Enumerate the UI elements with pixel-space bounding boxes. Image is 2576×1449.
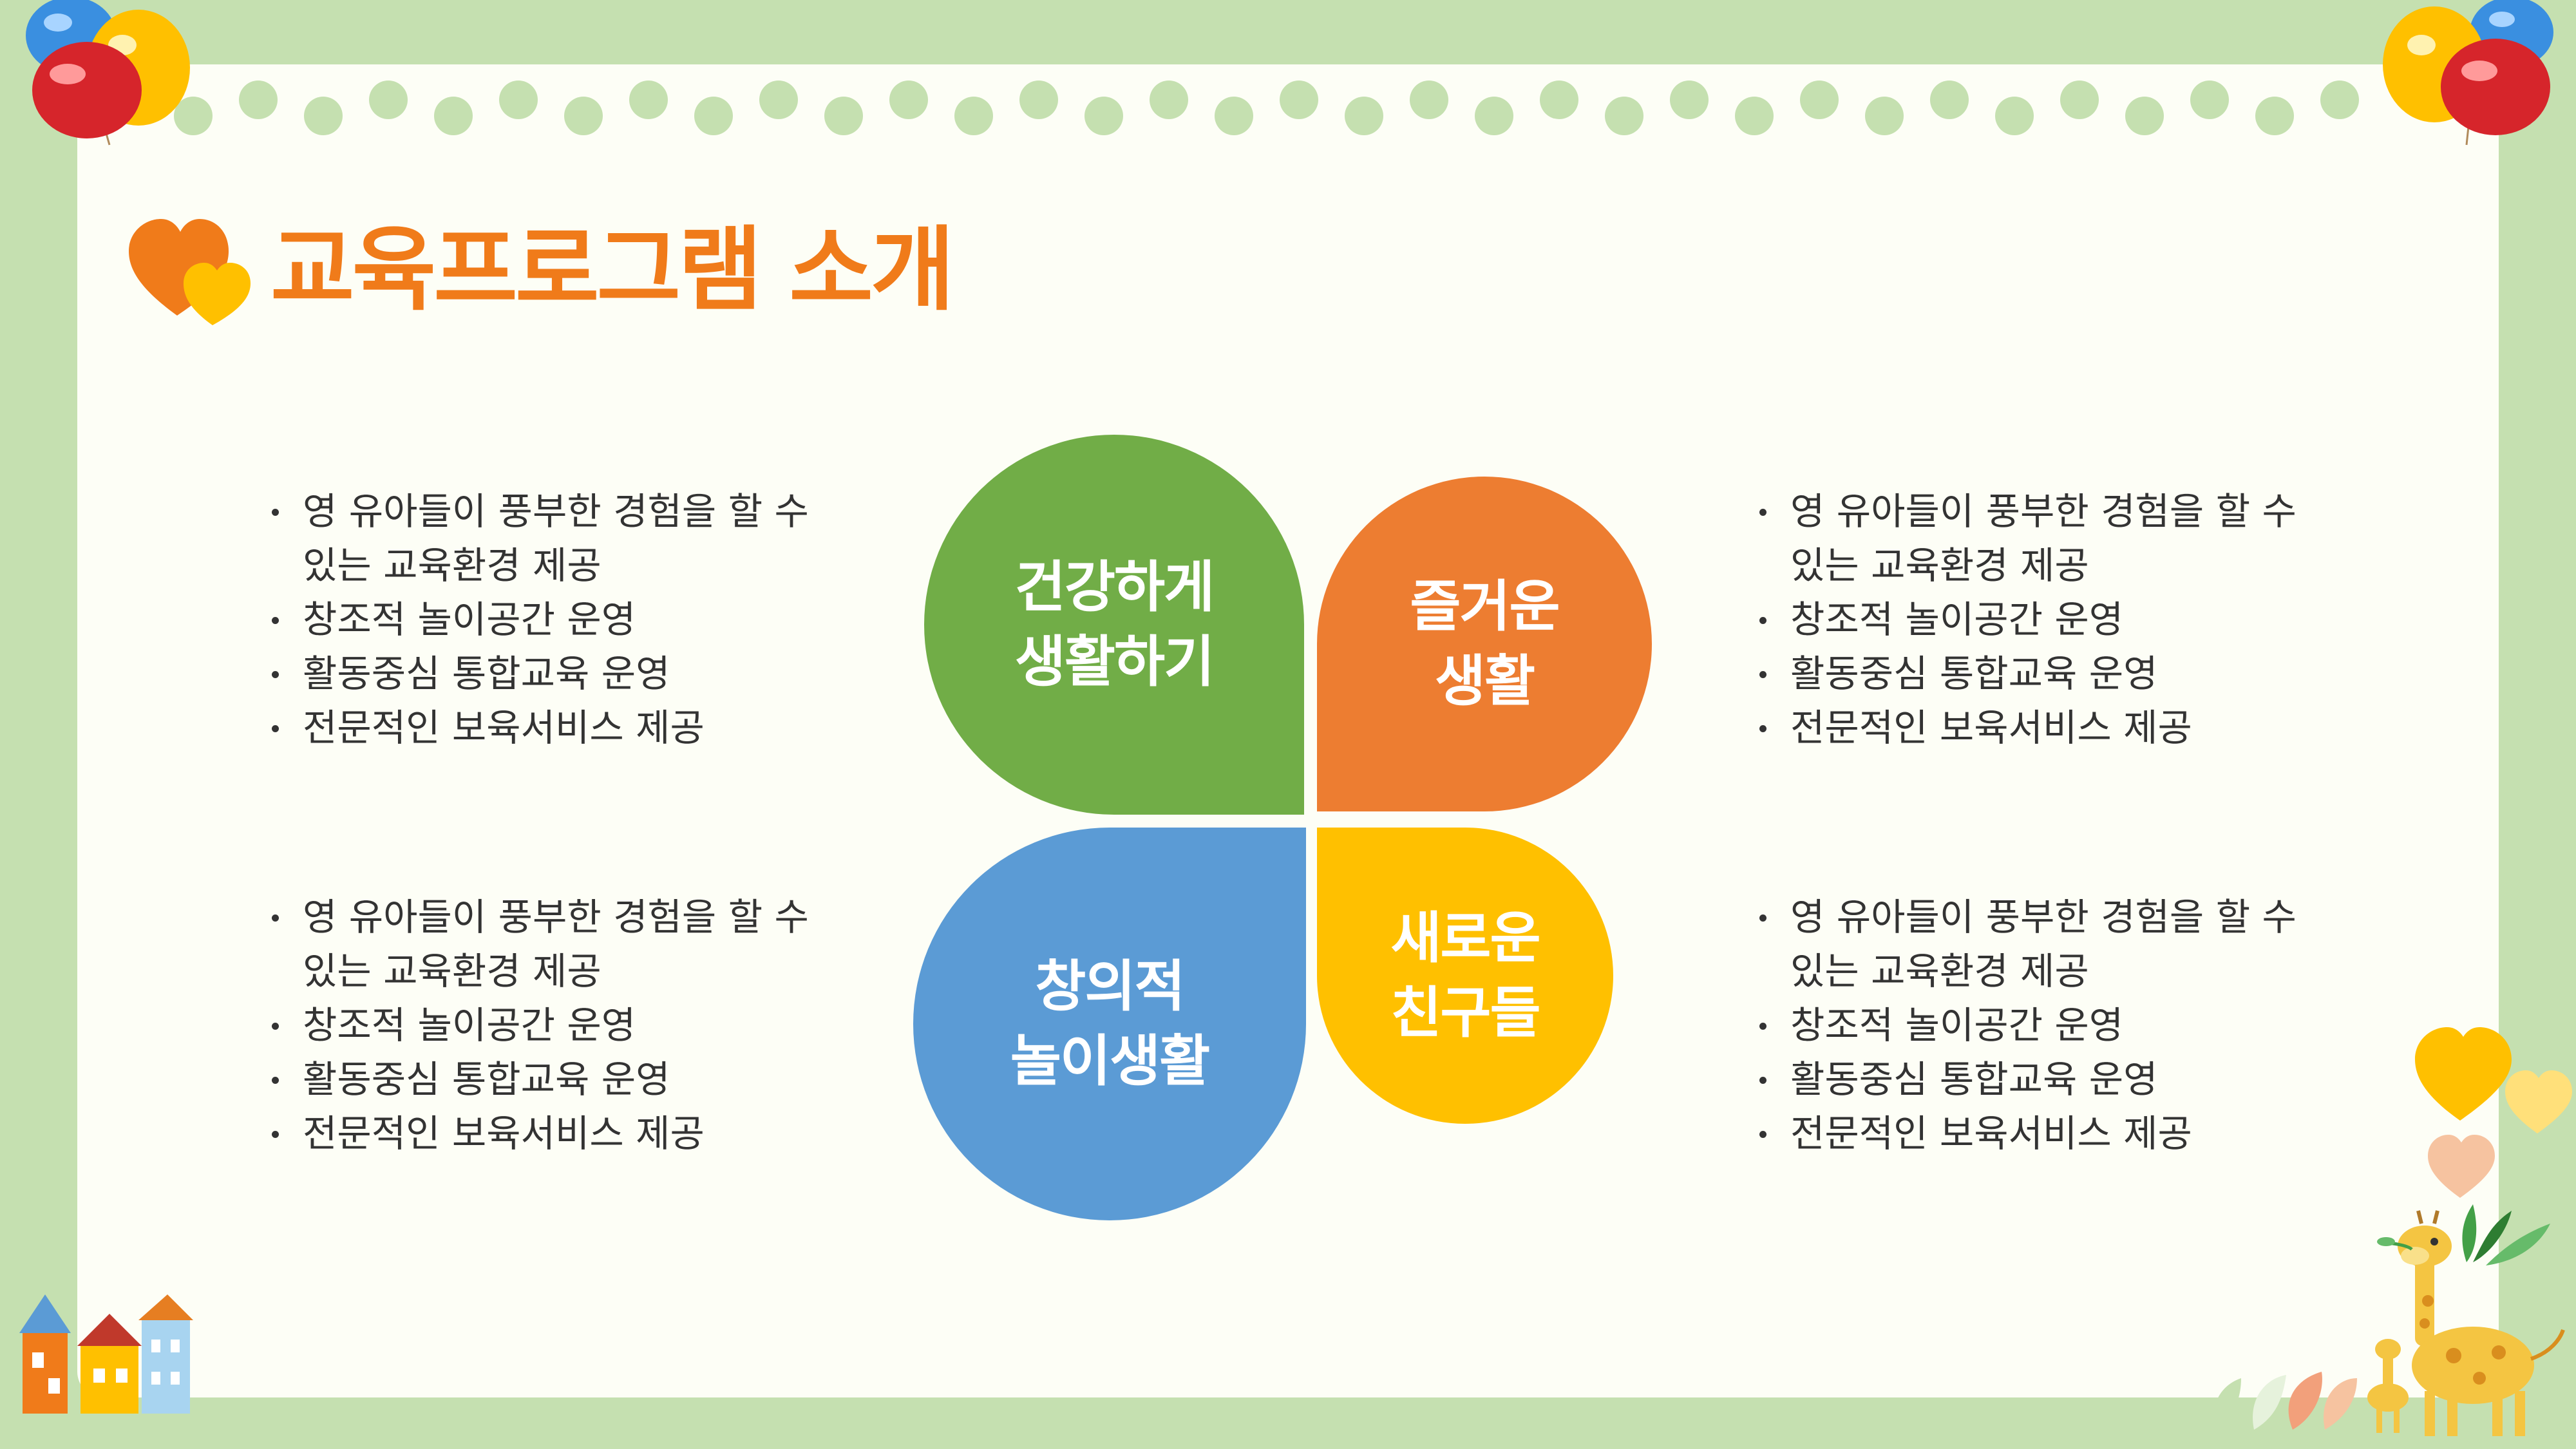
list-item-text: 영 유아들이 풍부한 경험을 할 수 [1790,489,2297,533]
list-item-text: 영 유아들이 풍부한 경험을 할 수 [303,895,809,939]
border-dot [499,80,538,119]
border-dot [1084,97,1123,135]
border-dot [2255,97,2294,135]
balloons-icon-right [2383,0,2553,146]
border-dot [1930,80,1969,119]
houses-illustration [19,1294,193,1414]
border-dot [759,80,798,119]
balloons-icon-left [26,0,190,146]
border-dot [1865,97,1904,135]
petal-healthy-living: 건강하게 생활하기 [924,435,1304,815]
dot-border [0,0,2576,142]
petal-fun-living: 즐거운 생활 [1317,477,1652,811]
list-item-text: 창조적 놀이공간 운영 [1790,1003,2124,1047]
border-dot [564,97,603,135]
list-item: 창조적 놀이공간 운영 [264,592,809,647]
border-dot [2125,97,2164,135]
border-dot [824,97,863,135]
border-dot [1735,97,1774,135]
border-dot [889,80,928,119]
border-dot [239,80,278,119]
list-item: 활동중심 통합교육 운영 [1752,1052,2297,1106]
border-dot [1410,80,1448,119]
border-dot [2060,80,2099,119]
list-item: 전문적인 보육서비스 제공 [264,701,809,755]
list-item-text: 활동중심 통합교육 운영 [303,1057,670,1101]
border-dot [1345,97,1383,135]
list-item-text: 창조적 놀이공간 운영 [303,1003,636,1047]
hearts-decoration-icon [2415,1027,2572,1198]
petal-label-line1: 창의적 [1035,954,1185,1019]
petal-new-friends: 새로운 친구들 [1317,828,1613,1124]
border-dot [1670,80,1709,119]
list-item-text: 영 유아들이 풍부한 경험을 할 수 [303,489,809,533]
border-dot [1215,97,1253,135]
list-item-text: 영 유아들이 풍부한 경험을 할 수 [1790,895,2297,939]
list-item-text: 활동중심 통합교육 운영 [1790,1057,2158,1101]
petal-label-line2: 생활 [1434,649,1535,714]
border-dot [2190,80,2229,119]
border-dot [954,97,993,135]
border-dot [174,97,213,135]
petal-label-line2: 생활하기 [1014,630,1215,694]
border-dot [1019,80,1058,119]
list-item-text: 있는 교육환경 제공 [1790,949,2089,993]
list-item: 전문적인 보육서비스 제공 [1752,1106,2297,1160]
border-dot [434,97,473,135]
border-dot [369,80,408,119]
border-dot [1280,80,1318,119]
petal-label-line1: 즐거운 [1410,574,1560,639]
list-item: 전문적인 보육서비스 제공 [264,1106,809,1160]
list-item-text: 창조적 놀이공간 운영 [303,598,636,641]
list-item-text: 전문적인 보육서비스 제공 [1790,706,2192,750]
list-item-text: 있는 교육환경 제공 [303,949,601,993]
list-item: 창조적 놀이공간 운영 [1752,592,2297,647]
list-item: 창조적 놀이공간 운영 [1752,998,2297,1052]
border-dot [1475,97,1513,135]
border-dot [2320,80,2359,119]
petal-label-line2: 친구들 [1390,981,1540,1045]
list-item: 창조적 놀이공간 운영 [264,998,809,1052]
list-item: 활동중심 통합교육 운영 [264,647,809,701]
border-dot [694,97,733,135]
list-item-text: 전문적인 보육서비스 제공 [303,1112,705,1155]
giraffe-illustration [2213,1204,2565,1436]
border-dot [629,80,668,119]
list-item: 활동중심 통합교육 운영 [1752,647,2297,701]
list-item-text: 활동중심 통합교육 운영 [1790,652,2158,696]
list-item-text: 활동중심 통합교육 운영 [303,652,670,696]
border-dot [1800,80,1839,119]
border-dot [1540,80,1578,119]
border-dot [1605,97,1643,135]
petal-label-line2: 놀이생활 [1010,1029,1210,1094]
list-item: 활동중심 통합교육 운영 [264,1052,809,1106]
list-item-text: 전문적인 보육서비스 제공 [1790,1112,2192,1155]
petal-label-line1: 새로운 [1390,906,1540,971]
petal-creative-play: 창의적 놀이생활 [913,828,1306,1220]
border-dot [1150,80,1188,119]
list-item: 전문적인 보육서비스 제공 [1752,701,2297,755]
list-item-text: 창조적 놀이공간 운영 [1790,598,2124,641]
double-heart-icon [129,219,251,325]
page-title: 교육프로그램 소개 [270,217,955,323]
list-item-text: 있는 교육환경 제공 [1790,544,2089,587]
list-item-text: 전문적인 보육서비스 제공 [303,706,705,750]
petal-label-line1: 건강하게 [1014,555,1215,620]
border-dot [304,97,343,135]
border-dot [1995,97,2034,135]
list-item-text: 있는 교육환경 제공 [303,544,601,587]
